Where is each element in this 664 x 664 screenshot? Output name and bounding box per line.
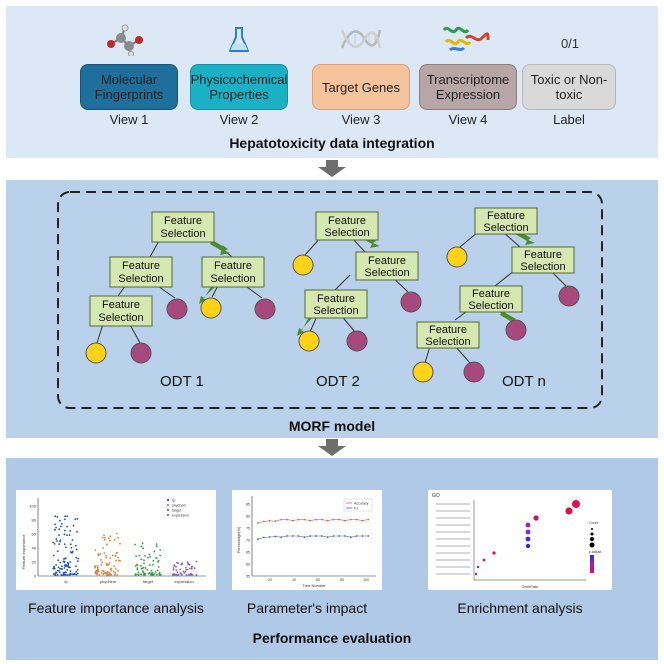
legend-label: fp — [172, 498, 175, 502]
feature-importance-caption: Feature importance analysis — [28, 600, 204, 616]
view-label-1: View 1 — [109, 112, 149, 127]
evaluation-title: Performance evaluation — [252, 630, 412, 646]
ytick-label: 20 — [32, 560, 37, 565]
svg-text:Feature: Feature — [214, 260, 252, 272]
ytick-label: 65 — [246, 550, 250, 554]
view-label-5: Label — [553, 112, 585, 127]
ytick-label: 60 — [32, 532, 37, 537]
ytick-label: 80 — [32, 518, 37, 523]
view-label-2: View 2 — [219, 112, 259, 127]
ytick-label: 100 — [29, 504, 36, 509]
view-box-molecular-fingerprints: Molecular Fingerprints — [80, 64, 178, 110]
view-box-transcriptome-expression: Transcriptome Expression — [419, 64, 517, 110]
down-arrow-icon — [318, 439, 346, 456]
svg-text:Selection: Selection — [364, 267, 409, 279]
svg-text:Selection: Selection — [98, 312, 143, 324]
view-box-physicochemical-properties: Physicochemical Properties — [190, 64, 288, 110]
svg-text:Feature: Feature — [328, 215, 366, 227]
svg-text:Selection: Selection — [425, 336, 470, 348]
svg-text:Feature: Feature — [472, 288, 510, 300]
svg-text:Selection: Selection — [313, 305, 358, 317]
tree-label-1: ODT 1 — [160, 373, 204, 390]
view-label-4: View 4 — [448, 112, 488, 127]
leaf-nodes — [85, 246, 580, 383]
svg-text:Count: Count — [589, 521, 598, 525]
svg-text:Tree Number: Tree Number — [302, 583, 326, 588]
dna-icon — [340, 29, 382, 49]
feature-selection-nodes — [89, 207, 575, 349]
legend-label: phychem — [172, 503, 186, 507]
view-label-3: View 3 — [341, 112, 381, 127]
svg-text:Feature: Feature — [487, 210, 525, 222]
binary-label-icon: 0/1 — [560, 36, 580, 51]
xtick-label: 60 — [316, 578, 320, 582]
ytick-label: 80 — [246, 514, 250, 518]
svg-text:Feature Importance: Feature Importance — [21, 534, 26, 570]
ytick-label: 60 — [246, 562, 250, 566]
tree-label-n: ODT n — [502, 373, 546, 390]
legend-label: target — [172, 508, 181, 512]
ytick-label: 55 — [246, 574, 250, 578]
svg-text:Accuracy: Accuracy — [354, 502, 369, 506]
svg-text:Feature: Feature — [317, 293, 355, 305]
feature-selection-labels: Feature Selection Feature Selection Feat… — [98, 210, 565, 348]
svg-text:Feature: Feature — [122, 260, 160, 272]
ytick-label: 85 — [246, 502, 250, 506]
view-box-label: Toxic or Non-toxic — [522, 64, 616, 110]
flask-icon — [229, 27, 249, 52]
xtick-label: fp — [64, 579, 68, 584]
enrichment-thumbnail: GO GeneRatio Count p.adjust — [428, 490, 612, 590]
ytick-label: 40 — [32, 546, 37, 551]
parameter-impact-thumbnail: Percentage(%) Tree Number 55 60 65 70 75 80 85… — [232, 490, 382, 590]
xtick-label: phychem — [100, 579, 117, 584]
svg-text:Selection: Selection — [483, 222, 528, 234]
svg-text:Feature: Feature — [164, 215, 202, 227]
parameter-impact-caption: Parameter's impact — [246, 600, 368, 616]
svg-text:Selection: Selection — [520, 261, 565, 273]
model-title: MORF model — [288, 418, 376, 434]
down-arrow-icon — [318, 160, 346, 177]
ytick-label: 70 — [246, 538, 250, 542]
xtick-label: target — [143, 579, 154, 584]
svg-text:Feature: Feature — [102, 299, 140, 311]
view-box-target-genes: Target Genes — [312, 64, 410, 110]
svg-text:Feature: Feature — [368, 255, 406, 267]
enrichment-caption: Enrichment analysis — [457, 600, 583, 616]
protein-icon — [442, 26, 490, 52]
svg-text:Selection: Selection — [210, 273, 255, 285]
xtick-label: 80 — [340, 578, 344, 582]
svg-text:Percentage(%): Percentage(%) — [236, 526, 241, 553]
xtick-label: expression — [174, 579, 193, 584]
svg-text:Selection: Selection — [160, 228, 205, 240]
svg-text:Selection: Selection — [118, 273, 163, 285]
svg-text:GeneRatio: GeneRatio — [522, 585, 539, 589]
xtick-label: 40 — [292, 578, 296, 582]
svg-text:Selection: Selection — [324, 227, 369, 239]
xtick-label: 20 — [268, 578, 272, 582]
tree-label-2: ODT 2 — [316, 373, 360, 390]
svg-text:Selection: Selection — [468, 300, 513, 312]
svg-text:GO: GO — [432, 493, 440, 499]
svg-text:F1: F1 — [354, 507, 358, 511]
xtick-label: 100 — [363, 578, 369, 582]
forest-dashed-frame — [57, 191, 603, 409]
svg-text:p.adjust: p.adjust — [589, 550, 601, 554]
svg-text:Feature: Feature — [429, 324, 467, 336]
ytick-label: 75 — [246, 526, 250, 530]
legend-label: expression — [172, 513, 189, 517]
molecule-icon — [107, 24, 143, 56]
svg-text:Feature: Feature — [524, 249, 562, 261]
integration-title: Hepatotoxicity data integration — [229, 135, 435, 151]
ytick-label: 0 — [34, 574, 37, 579]
